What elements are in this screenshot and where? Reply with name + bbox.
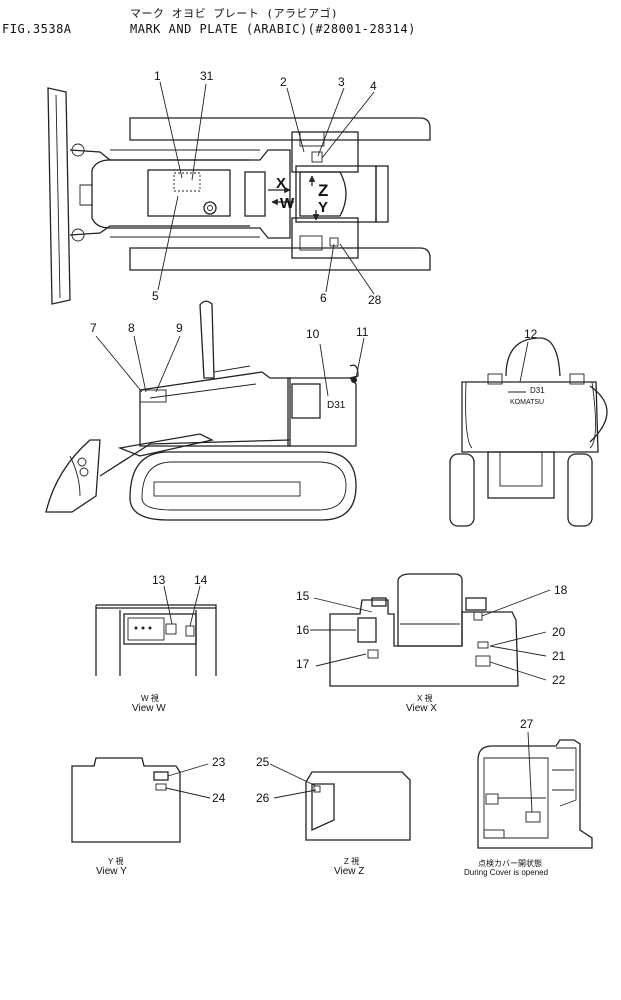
callout-31: 31 xyxy=(200,69,214,83)
callout-10: 10 xyxy=(306,327,320,341)
view-x-diagram xyxy=(329,573,519,687)
callout-7: 7 xyxy=(90,321,97,335)
callout-13: 13 xyxy=(152,573,166,587)
callout-22: 22 xyxy=(552,673,566,687)
callout-3: 3 xyxy=(338,75,345,89)
view-z-diagram xyxy=(305,771,411,841)
callout-17: 17 xyxy=(296,657,310,671)
view-w-caption: View W xyxy=(132,703,166,714)
callout-1: 1 xyxy=(154,69,161,83)
view-w-caption-jp: W 視 xyxy=(141,694,159,703)
rear-view-bulldozer: D31 KOMATSU xyxy=(449,337,608,527)
callout-8: 8 xyxy=(128,321,135,335)
view-y-caption-jp: Y 視 xyxy=(108,857,124,866)
view-y-diagram xyxy=(71,757,181,843)
side-model-label: D31 xyxy=(327,400,346,411)
callout-28: 28 xyxy=(368,293,382,307)
rear-brand-label: KOMATSU xyxy=(510,399,544,406)
callout-20: 20 xyxy=(552,625,566,639)
callout-16: 16 xyxy=(296,623,310,637)
callout-18: 18 xyxy=(554,583,568,597)
view-x-caption-jp: X 視 xyxy=(417,694,433,703)
callout-23: 23 xyxy=(212,755,226,769)
view-z-caption: View Z xyxy=(334,866,365,877)
callout-15: 15 xyxy=(296,589,310,603)
view-x-caption: View X xyxy=(406,703,437,714)
arrow-y-label: Y xyxy=(318,199,328,216)
cover-opened-diagram xyxy=(477,739,593,849)
view-w-diagram xyxy=(95,604,217,676)
callout-6: 6 xyxy=(320,291,327,305)
cover-opened-caption-jp: 点検カバー開状態 xyxy=(478,859,542,868)
arrow-w-label: W xyxy=(280,195,295,212)
top-view-bulldozer: X W Z Y xyxy=(47,87,431,305)
callout-27: 27 xyxy=(520,717,534,731)
callout-11: 11 xyxy=(356,325,369,339)
callout-5: 5 xyxy=(152,289,159,303)
callout-12: 12 xyxy=(524,327,538,341)
callout-14: 14 xyxy=(194,573,208,587)
callout-4: 4 xyxy=(370,79,377,93)
view-y-caption: View Y xyxy=(96,866,127,877)
rear-model-label: D31 xyxy=(530,386,545,395)
arrow-z-label: Z xyxy=(318,181,328,200)
side-view-bulldozer: D31 xyxy=(45,300,359,521)
arrow-x-label: X xyxy=(276,175,286,192)
callout-9: 9 xyxy=(176,321,183,335)
callout-26: 26 xyxy=(256,791,270,805)
title-english: MARK AND PLATE (ARABIC)(#28001-28314) xyxy=(130,22,416,36)
title-japanese: マーク オヨビ プレート (アラビアゴ) xyxy=(130,7,339,20)
callout-21: 21 xyxy=(552,649,566,663)
callout-24: 24 xyxy=(212,791,226,805)
callout-25: 25 xyxy=(256,755,270,769)
cover-opened-caption: During Cover is opened xyxy=(464,868,549,877)
callout-2: 2 xyxy=(280,75,287,89)
figure-number: FIG.3538A xyxy=(2,22,72,36)
view-z-caption-jp: Z 視 xyxy=(344,857,360,866)
